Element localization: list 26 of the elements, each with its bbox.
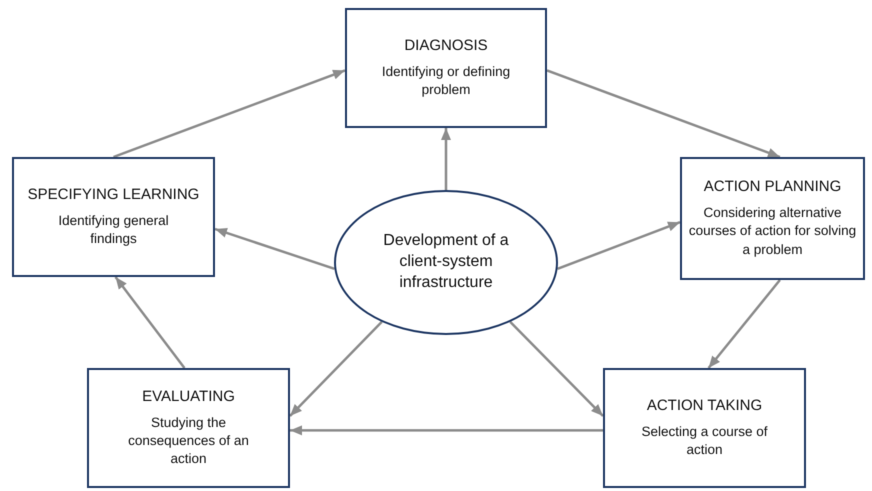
stage-title: SPECIFYING LEARNING bbox=[28, 186, 200, 203]
stage-description: Identifying or defining problem bbox=[380, 62, 512, 99]
stage-description: Selecting a course of action bbox=[640, 422, 769, 459]
stage-box bbox=[87, 368, 290, 488]
arrow bbox=[546, 69, 780, 158]
arrow bbox=[557, 221, 680, 270]
arrow bbox=[708, 279, 781, 369]
stage-box bbox=[603, 368, 806, 488]
arrow bbox=[214, 228, 335, 270]
stage-box bbox=[345, 8, 547, 128]
stage-title: ACTION PLANNING bbox=[704, 178, 842, 196]
arrow bbox=[113, 69, 346, 158]
arrow bbox=[289, 321, 383, 417]
stage-description: Considering alternative courses of action for solving a problem bbox=[688, 204, 858, 259]
stage-box bbox=[12, 157, 215, 277]
arrow bbox=[114, 276, 186, 369]
stage-title: DIAGNOSIS bbox=[404, 36, 488, 54]
stage-description: Studying the consequences of an action bbox=[127, 414, 250, 468]
arrow bbox=[441, 128, 451, 190]
stage-title: EVALUATING bbox=[142, 388, 235, 405]
stage-description: Identifying general findings bbox=[57, 212, 170, 248]
stage-title: ACTION TAKING bbox=[646, 396, 762, 414]
arrow bbox=[290, 425, 603, 436]
arrow bbox=[509, 321, 604, 417]
stage-description: Development of a client-system infrastructure bbox=[382, 231, 510, 293]
stage-box bbox=[680, 157, 865, 280]
